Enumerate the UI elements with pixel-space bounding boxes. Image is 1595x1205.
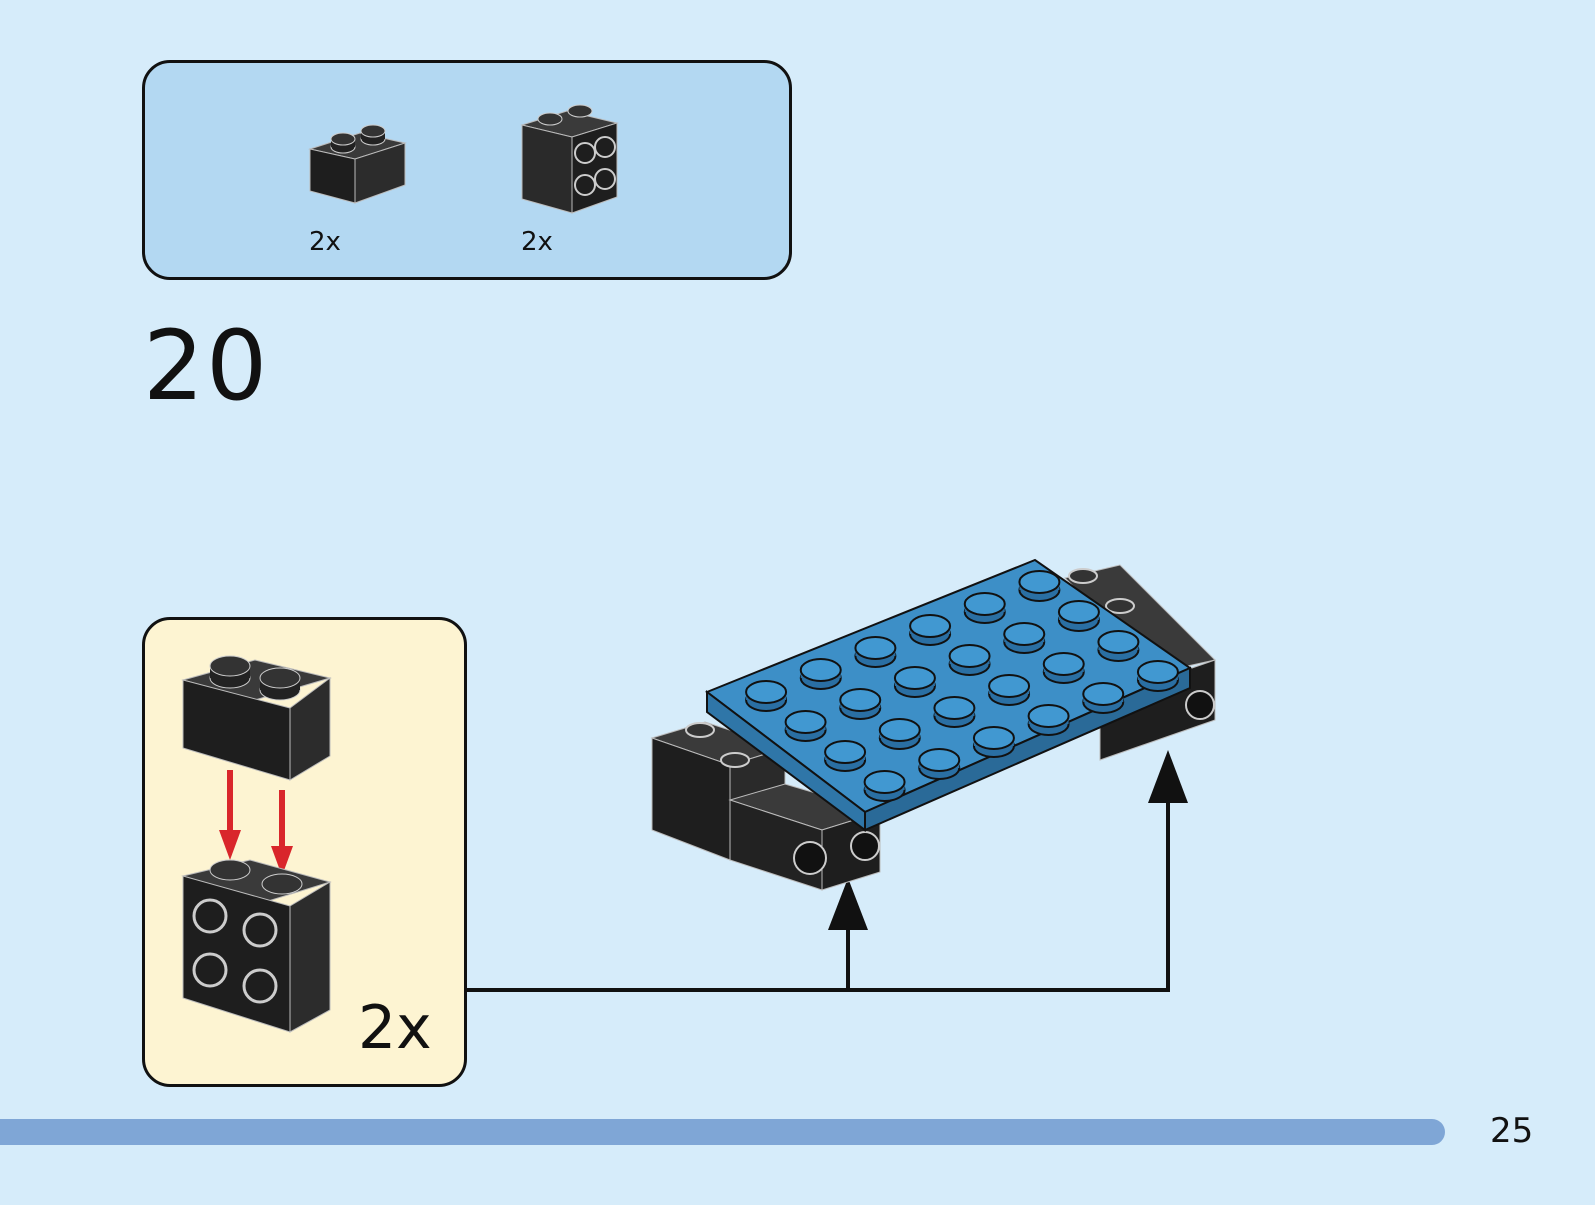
plate-stud bbox=[1003, 622, 1046, 646]
plate-stud bbox=[1018, 570, 1061, 594]
parts-list-item-brick-1x2: 2x bbox=[305, 121, 415, 255]
plate-stud bbox=[1136, 660, 1179, 684]
plate-stud bbox=[799, 658, 842, 682]
arrow-up-icon bbox=[828, 878, 868, 930]
plate-stud bbox=[824, 740, 867, 764]
plate-stud bbox=[745, 680, 788, 704]
plate-stud bbox=[972, 726, 1015, 750]
plate-stud bbox=[1082, 682, 1125, 706]
plate-stud bbox=[784, 710, 827, 734]
plate-studs bbox=[745, 570, 1179, 802]
arrow-up-icon bbox=[1148, 750, 1188, 803]
plate-stud bbox=[933, 696, 976, 720]
plate-stud bbox=[988, 674, 1031, 698]
top-brick-1x2-icon bbox=[181, 655, 332, 781]
sub-assembly-quantity: 2x bbox=[358, 993, 432, 1063]
part-quantity: 2x bbox=[309, 227, 341, 257]
red-arrow-icon bbox=[219, 770, 293, 876]
page-number: 25 bbox=[1490, 1111, 1534, 1151]
bottom-brick-side-studs-icon bbox=[181, 859, 332, 1033]
plate-stud bbox=[863, 770, 906, 794]
sub-assembly-illustration bbox=[181, 655, 332, 1033]
parts-list-item-brick-side-studs: 2x bbox=[517, 97, 627, 255]
plate-stud bbox=[918, 748, 961, 772]
step-number: 20 bbox=[143, 310, 270, 422]
page-progress-bar bbox=[0, 1119, 1445, 1145]
parts-list-box: 2x 2x bbox=[142, 60, 792, 280]
plate-stud bbox=[1097, 630, 1140, 654]
plate-stud bbox=[1027, 704, 1070, 728]
brick-1x2-icon bbox=[308, 124, 407, 204]
plate-stud bbox=[1057, 600, 1100, 624]
plate-stud bbox=[1042, 652, 1085, 676]
plate-stud bbox=[839, 688, 882, 712]
brick-side-studs-icon bbox=[520, 104, 619, 214]
plate-stud bbox=[963, 592, 1006, 616]
plate-stud bbox=[854, 636, 897, 660]
plate-stud bbox=[878, 718, 921, 742]
plate-stud bbox=[893, 666, 936, 690]
plate-stud bbox=[909, 614, 952, 638]
plate-stud bbox=[948, 644, 991, 668]
sub-assembly-box: 2x bbox=[142, 617, 467, 1087]
part-quantity: 2x bbox=[521, 227, 553, 257]
